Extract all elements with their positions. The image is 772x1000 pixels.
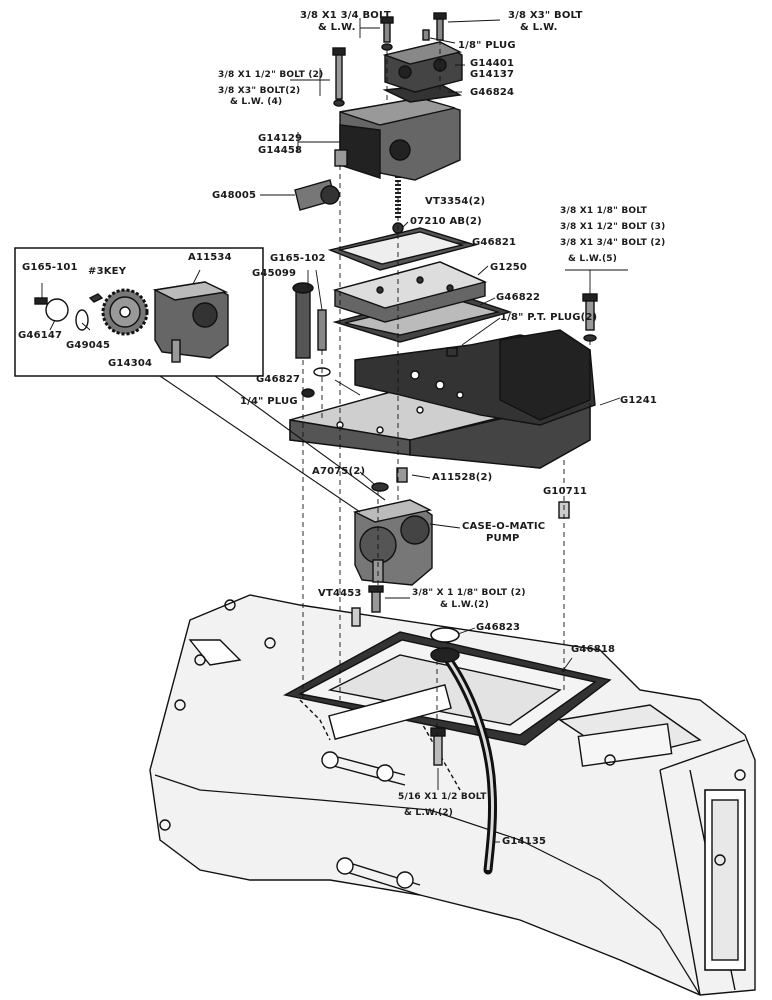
pin-g165-102 [317,309,327,351]
cap-g14401 [382,41,463,93]
label-lw-5: & L.W.(5) [568,254,618,264]
cover-g14129 [334,97,461,181]
label-g14137: G14137 [470,69,515,80]
label-g10711: G10711 [543,486,588,497]
label-bolt-3-8x3: 3/8 X3" BOLT [508,10,583,21]
label-a11528: A11528(2) [432,472,493,483]
label-07210ab: 07210 AB(2) [410,216,482,227]
label-g46147: G46147 [18,330,63,341]
label-lw-2a: & L.W.(2) [440,600,490,610]
label-a7075: A7075(2) [312,466,366,477]
label-g1250: G1250 [490,262,528,273]
label-key-3: #3KEY [88,266,127,277]
label-pt-plug-2: 1/8" P.T. PLUG(2) [500,312,598,323]
cover-long-bolt [335,53,343,100]
label-g49045: G49045 [66,340,111,351]
label-bolt-3-8x3-lw: & L.W. [520,22,558,33]
pt-plug [446,347,458,357]
pin-a11528 [396,467,408,483]
plug-eighth-top [422,29,430,41]
label-lw-4: & L.W. (4) [230,97,283,107]
label-vt4453: VT4453 [318,588,362,599]
label-g46823: G46823 [476,622,521,633]
label-g1241: G1241 [620,395,658,406]
case-o-matic-pump [352,499,433,586]
label-g46821: G46821 [472,237,517,248]
label-a11534: A11534 [188,252,232,263]
label-g14304: G14304 [108,358,153,369]
plug-quarter [301,388,315,398]
label-bolt-3-8x3-2: 3/8 X3" BOLT(2) [218,86,301,96]
label-vt3354: VT3354(2) [425,196,486,207]
label-g14129: G14129 [258,133,303,144]
label-g48005: G48005 [212,190,257,201]
oil-tube-g14135 [430,647,498,875]
label-g46824: G46824 [470,87,515,98]
label-g14135: G14135 [502,836,547,847]
leader-lines [41,18,628,843]
label-plug-1-8: 1/8" PLUG [458,40,516,51]
elbow-g48005 [294,179,340,211]
top-bolt-left [383,21,391,43]
label-g165-101: G165-101 [22,262,78,273]
label-g46827: G46827 [256,374,301,385]
label-g165-102: G165-102 [270,253,326,264]
label-g14458: G14458 [258,145,303,156]
label-g45099: G45099 [252,268,297,279]
label-g14401: G14401 [470,58,515,69]
label-bolt-3-8x1-1-2-3: 3/8 X1 1/2" BOLT (3) [560,222,666,232]
top-bolt-right [436,17,444,41]
washer-a7075 [371,482,389,492]
gasket-g46818 [282,631,612,746]
assembly-center-lines [302,40,591,735]
tube-g45099 [292,282,314,359]
bolt-5-16-bottom [430,727,446,766]
dowel-vt4453 [351,607,361,627]
valve-body-g1241 [289,329,596,469]
label-bolt-3-8x1-3-4-2: 3/8 X1 3/4" BOLT (2) [560,238,666,248]
label-g46818: G46818 [571,644,616,655]
label-bolt-3-8x1-3-4-lw: & L.W. [318,22,356,33]
inset-box [14,247,386,513]
label-bolt-3-8x1-1-8: 3/8 X1 1/8" BOLT [560,206,648,216]
label-plug-1-4: 1/4" PLUG [240,396,298,407]
plate-g1250 [332,261,488,323]
label-bolt-3-8x1-1-8-2: 3/8" X 1 1/8" BOLT (2) [412,588,526,598]
label-lw-2b: & L.W.(2) [404,808,454,818]
label-bolt-3-8x1-3-4: 3/8 X1 3/4 BOLT [300,10,391,21]
label-case-o-matic: CASE-O-MATIC [462,521,546,532]
label-bolt-5-16x1-1-2: 5/16 X1 1/2 BOLT [398,792,487,802]
label-bolt-3-8x1-1-2-2: 3/8 X1 1/2" BOLT (2) [218,70,324,80]
seal-g46823 [430,627,460,643]
label-pump: PUMP [486,533,520,544]
label-g46822: G46822 [496,292,541,303]
pump-bolt [371,589,381,613]
